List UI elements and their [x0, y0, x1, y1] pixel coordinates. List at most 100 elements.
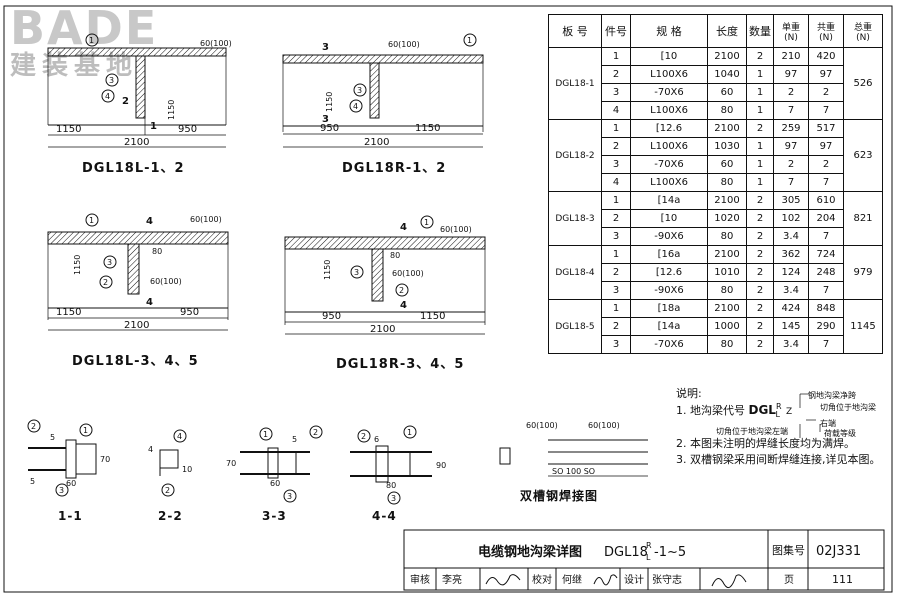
mark-3: 3: [354, 268, 359, 277]
dim-70: 70: [226, 459, 236, 468]
th-total-weight: 共重(N): [808, 14, 844, 48]
board-name: DGL18-1: [548, 47, 602, 120]
weld-label: 60(100): [200, 39, 232, 48]
table-cell: 2: [746, 227, 774, 246]
table-cell: 2: [746, 263, 774, 282]
table-cell: L100X6: [630, 65, 708, 84]
table-cell: 848: [808, 299, 844, 318]
sec-4b: 4: [146, 297, 153, 308]
mark-3: 3: [287, 492, 292, 501]
mark-3: 3: [107, 258, 112, 267]
table-cell: 1: [746, 155, 774, 174]
code-r: R: [775, 402, 782, 411]
table-cell: 3: [601, 335, 631, 354]
section-2-2: 4 2 4 10 2-2: [148, 429, 192, 523]
section-1-1: 2 1 3 60 70 5 5 1-1: [27, 419, 110, 523]
table-cell: 2: [746, 209, 774, 228]
table-cell: 1000: [707, 317, 747, 336]
th-unit-weight: 单重(N): [773, 14, 809, 48]
mark-2: 2: [31, 422, 36, 431]
view-title-3: DGL18L-3、4、5: [72, 354, 199, 369]
view-dgl18r-3-4-5: 950 1150 2100 1150 60(100) 1 3 2 60(100)…: [284, 215, 486, 372]
weld-5b: 5: [30, 477, 35, 486]
weld-4: 4: [148, 445, 153, 454]
dim-950: 950: [322, 311, 341, 322]
table-cell: 1: [746, 137, 774, 156]
table-cell: 3.4: [773, 335, 809, 354]
note-3: 3. 双槽钢梁采用间断焊缝连接,详见本图。: [676, 453, 881, 466]
table-cell: 97: [808, 65, 844, 84]
mark-1: 1: [263, 430, 268, 439]
table-cell: 2: [601, 263, 631, 282]
table-cell: 7: [808, 335, 844, 354]
table-cell: 1: [601, 47, 631, 66]
weld-label: 60(100): [526, 421, 558, 430]
table-cell: 3: [601, 155, 631, 174]
group-total: 623: [843, 119, 883, 192]
section-3-3: 1 2 3 60 70 5 3-3: [226, 425, 323, 523]
group-total: 821: [843, 191, 883, 246]
section-4-4: 2 1 3 80 90 6 4-4: [350, 425, 446, 523]
table-cell: 2: [773, 83, 809, 102]
table-cell: 1: [601, 119, 631, 138]
label-net-span: 钢地沟梁净跨: [808, 391, 856, 400]
weld-label-2: 60(100): [392, 269, 424, 278]
mark-2: 2: [103, 278, 108, 287]
th-part: 件号: [601, 14, 631, 48]
code-diagram: [799, 393, 821, 438]
weld-5: 5: [292, 435, 297, 444]
dim-2100: 2100: [364, 137, 389, 148]
mark-2: 2: [361, 432, 366, 441]
dim-1150: 1150: [415, 123, 440, 134]
notes-heading: 说明:: [676, 387, 702, 400]
weld-spacing: SO 100 SO: [552, 467, 595, 476]
table-cell: 7: [773, 101, 809, 120]
table-cell: 3: [601, 83, 631, 102]
table-cell: 2100: [707, 299, 747, 318]
mark-1: 1: [407, 428, 412, 437]
mark-1: 1: [424, 218, 429, 227]
board-name: DGL18-5: [548, 299, 602, 354]
table-cell: 1: [746, 173, 774, 192]
table-cell: 362: [773, 245, 809, 264]
table-cell: 204: [808, 209, 844, 228]
dim-1150-v: 1150: [167, 100, 176, 120]
table-cell: 1010: [707, 263, 747, 282]
table-cell: 2: [746, 47, 774, 66]
mark-3: 3: [357, 86, 362, 95]
table-cell: 1040: [707, 65, 747, 84]
view-title-1: DGL18L-1、2: [82, 161, 185, 176]
table-cell: 1020: [707, 209, 747, 228]
table-cell: [12.6: [630, 119, 708, 138]
table-cell: 97: [773, 65, 809, 84]
dim-950: 950: [180, 307, 199, 318]
mark-2: 2: [165, 486, 170, 495]
table-cell: 7: [808, 173, 844, 192]
table-cell: 145: [773, 317, 809, 336]
table-cell: 2: [808, 83, 844, 102]
sec-3b: 3: [322, 114, 329, 125]
table-cell: 259: [773, 119, 809, 138]
dim-80: 80: [152, 247, 162, 256]
dim-60: 60: [66, 479, 76, 488]
table-cell: -70X6: [630, 335, 708, 354]
dim-70: 70: [100, 455, 110, 464]
table-cell: -90X6: [630, 227, 708, 246]
table-cell: 290: [808, 317, 844, 336]
table-cell: 3.4: [773, 281, 809, 300]
weld-label: 60(100): [388, 40, 420, 49]
table-cell: [10: [630, 47, 708, 66]
table-cell: 1: [746, 83, 774, 102]
note-1-text: 1. 地沟梁代号: [676, 404, 745, 417]
th-sum-weight: 总重(N): [843, 14, 883, 48]
table-cell: 97: [808, 137, 844, 156]
table-header-row: 板 号 件号 规 格 长度 数量 单重(N) 共重(N) 总重(N): [548, 14, 883, 48]
dim-1150-v: 1150: [325, 92, 334, 112]
mark-1: 1: [83, 426, 88, 435]
table-cell: 2100: [707, 119, 747, 138]
